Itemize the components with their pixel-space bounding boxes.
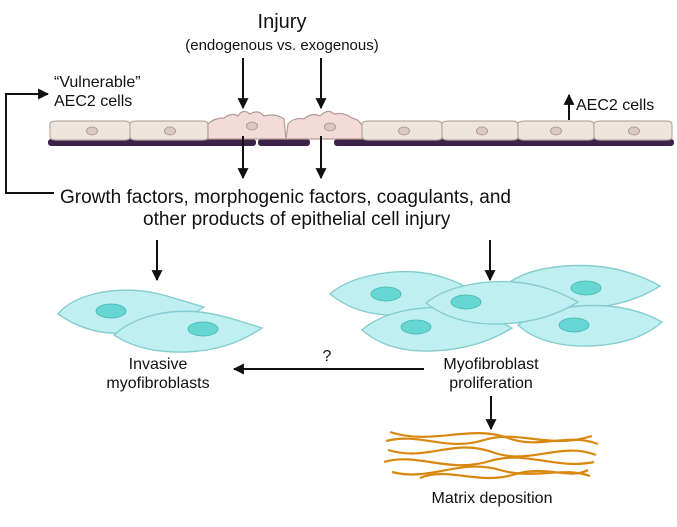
matrix-fiber bbox=[389, 430, 599, 446]
myofibroblast-nucleus bbox=[450, 294, 482, 310]
epithelium-layer bbox=[48, 110, 674, 146]
increase-aec2-label: AEC2 cells bbox=[576, 97, 654, 114]
injured-epithelial-cell bbox=[285, 110, 363, 140]
myofibroblast-cell bbox=[112, 310, 264, 353]
proliferation-label-line2: proliferation bbox=[449, 375, 533, 392]
matrix-fiber bbox=[383, 456, 595, 467]
myofibroblast-nucleus bbox=[95, 303, 127, 319]
uncertain-link-question-mark: ? bbox=[323, 348, 332, 365]
cell-nucleus bbox=[86, 126, 98, 136]
basement-membrane-left bbox=[48, 139, 256, 146]
myofibroblast-nucleus bbox=[558, 317, 590, 333]
mediators-line2: other products of epithelial cell injury bbox=[143, 209, 451, 230]
cell-nucleus bbox=[476, 126, 488, 136]
matrix-fiber bbox=[387, 446, 597, 458]
proliferation-label-line1: Myofibroblast bbox=[443, 356, 539, 373]
injury-title: Injury bbox=[258, 11, 307, 33]
cell-nucleus bbox=[164, 126, 176, 136]
proliferating-myofibroblast-group bbox=[328, 264, 664, 352]
vulnerable-label-line1: “Vulnerable” bbox=[54, 74, 141, 91]
cell-nucleus bbox=[246, 121, 258, 131]
basement-membrane-middle bbox=[258, 139, 310, 146]
invasive-myofibroblast-group bbox=[56, 289, 264, 353]
injury-subtitle: (endogenous vs. exogenous) bbox=[185, 37, 378, 54]
cell-nucleus bbox=[324, 122, 336, 132]
matrix-fiber bbox=[391, 465, 591, 478]
basement-membrane-right bbox=[334, 139, 674, 146]
myofibroblast-nucleus bbox=[370, 286, 402, 302]
matrix-deposition-label: Matrix deposition bbox=[432, 490, 553, 507]
myofibroblast-nucleus bbox=[400, 319, 432, 335]
myofibroblast-cell bbox=[516, 304, 664, 347]
vulnerable-label-line2: AEC2 cells bbox=[54, 93, 132, 110]
feedback-loop-arrow bbox=[5, 88, 54, 194]
mediators-line1: Growth factors, morphogenic factors, coa… bbox=[60, 187, 511, 208]
myofibroblast-nucleus bbox=[570, 280, 602, 296]
cell-nucleus bbox=[550, 126, 562, 136]
matrix-fiber bbox=[419, 469, 589, 480]
invasive-label-line2: myofibroblasts bbox=[106, 375, 209, 392]
cell-nucleus bbox=[398, 126, 410, 136]
cell-nucleus bbox=[628, 126, 640, 136]
myofibroblast-nucleus bbox=[187, 321, 219, 337]
matrix-fibers bbox=[383, 430, 599, 480]
myofibroblast-cell bbox=[424, 280, 580, 325]
invasive-label-line1: Invasive bbox=[129, 356, 188, 373]
